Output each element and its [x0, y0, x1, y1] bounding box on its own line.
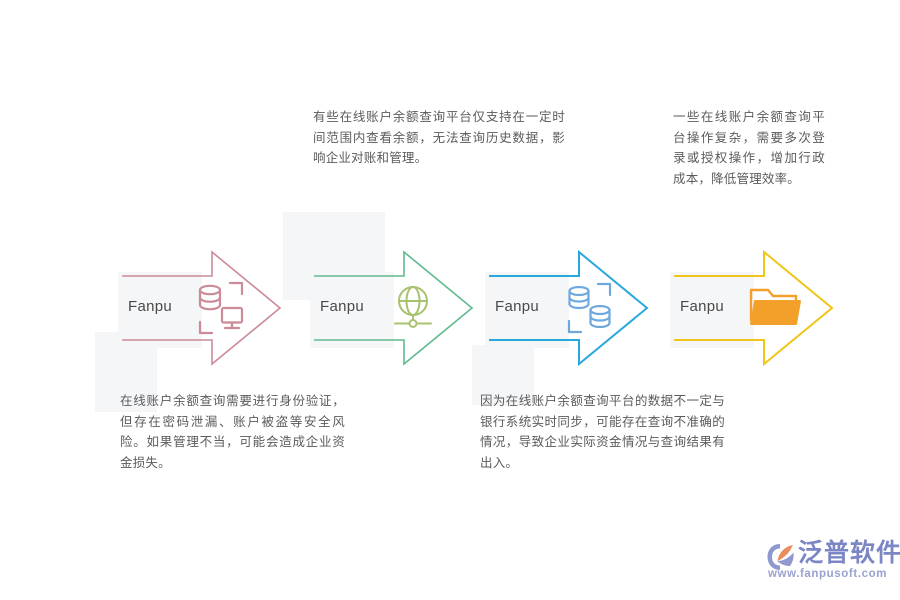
stage-3-chip — [485, 272, 569, 348]
note-top-1: 有些在线账户余额查询平台仅支持在一定时间范围内查看余额，无法查询历史数据，影响企… — [313, 110, 565, 166]
fanpu-logo: 泛普软件 www.fanpusoft.com — [766, 536, 900, 588]
stage-4: Fanpu — [670, 248, 870, 408]
stage-2: Fanpu — [310, 248, 510, 408]
stage-3-label: Fanpu — [495, 298, 540, 315]
fanpu-url-text: www.fanpusoft.com — [768, 568, 888, 580]
stage-4-arrow — [674, 249, 834, 367]
fanpu-brand-text: 泛普软件 — [798, 539, 900, 567]
stage-1: Fanpu — [118, 248, 318, 408]
stage-4-chip — [670, 272, 754, 348]
folder-icon — [748, 284, 804, 330]
note-bottom-2: 因为在线账户余额查询平台的数据不一定与银行系统实时同步，可能存在查询不准确的情况… — [480, 394, 725, 470]
globe-network-icon — [388, 283, 438, 333]
stage-2-label: Fanpu — [320, 298, 365, 315]
database-stack-scan-icon — [563, 281, 617, 335]
stage-4-label: Fanpu — [680, 298, 725, 315]
stage-1-chip — [118, 272, 202, 348]
stage-2-arrow — [314, 250, 474, 366]
stage-1-label: Fanpu — [128, 298, 173, 315]
stage-3-arrow — [489, 249, 649, 367]
database-monitor-scan-icon — [194, 280, 248, 336]
stage-1-arrow — [122, 250, 282, 366]
stage-3: Fanpu — [485, 248, 685, 408]
stage-2-chip — [310, 272, 394, 348]
note-bottom-1: 在线账户余额查询需要进行身份验证，但存在密码泄漏、账户被盗等安全风险。如果管理不… — [120, 394, 345, 470]
note-top-2: 一些在线账户余额查询平台操作复杂，需要多次登录或授权操作，增加行政成本，降低管理… — [673, 110, 825, 186]
fanpu-logo-mark-icon — [766, 542, 796, 572]
grey-accent-block-3 — [472, 345, 534, 405]
